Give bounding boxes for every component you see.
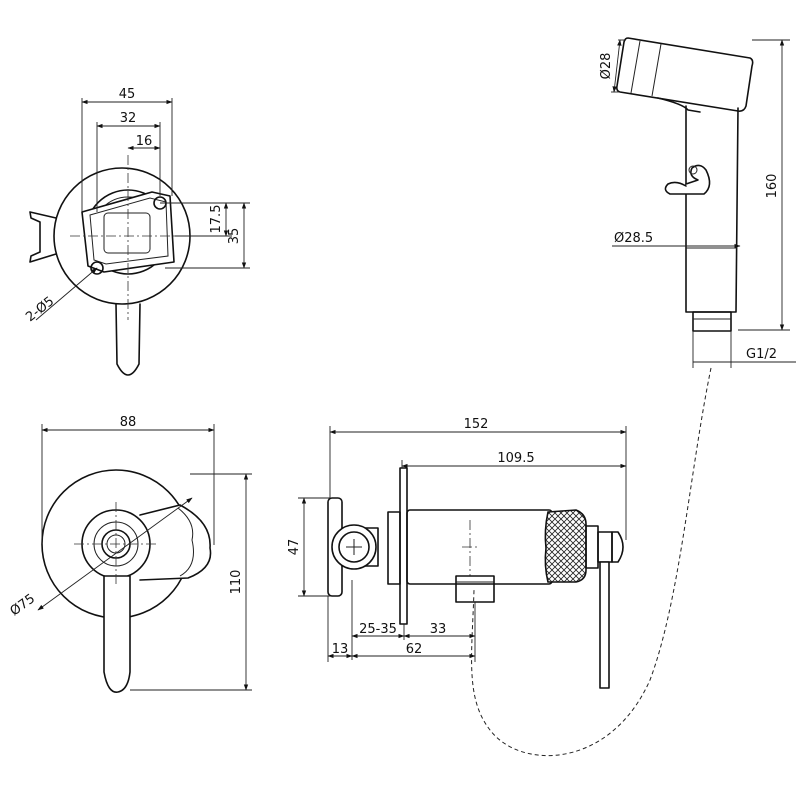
dim-d28-5-label: Ø28.5 — [614, 231, 653, 246]
side-outlet — [455, 575, 495, 603]
shower-head — [616, 37, 754, 112]
top-view: 45 32 16 17.5 35 2-Ø5 — [23, 87, 250, 376]
side-escutcheon — [399, 467, 408, 625]
dim-17-5-label: 17.5 — [209, 205, 224, 234]
front-view: 88 110 Ø75 — [8, 415, 252, 693]
top-spindle — [103, 212, 151, 254]
side-view: 152 109.5 47 25-35 33 13 62 — [287, 417, 627, 689]
dim-62-label: 62 — [406, 642, 423, 657]
shower-head-ring-1 — [630, 40, 641, 94]
dim-35-label: 35 — [227, 228, 242, 245]
shower-neck — [657, 97, 701, 113]
dim-holes-label: 2-Ø5 — [23, 294, 57, 325]
dim-25-35-label: 25-35 — [359, 622, 397, 637]
shower-trigger-pivot — [688, 165, 698, 175]
shower-thread — [692, 311, 732, 332]
top-holder-stub — [29, 211, 57, 263]
top-bracket-inner — [89, 197, 169, 265]
dim-16-label: 16 — [136, 134, 153, 149]
dim-holes-leader — [35, 267, 98, 321]
dim-32-label: 32 — [120, 111, 137, 126]
dim-160-label: 160 — [765, 174, 780, 199]
side-cap-nut — [597, 531, 613, 563]
hose — [471, 367, 712, 756]
side-lever — [599, 561, 610, 689]
dim-152-label: 152 — [464, 417, 489, 432]
shower-trigger — [664, 164, 711, 195]
hand-shower-view: Ø28 Ø28.5 160 G1/2 — [599, 37, 796, 368]
dim-33-label: 33 — [430, 622, 447, 637]
dim-d75-line — [37, 497, 193, 611]
dim-d28-label: Ø28 — [599, 53, 614, 80]
side-cap-dome — [611, 531, 624, 563]
dim-47-label: 47 — [287, 539, 302, 556]
side-body — [406, 509, 553, 585]
side-cap — [585, 525, 599, 569]
dim-13-label: 13 — [332, 642, 349, 657]
side-knurled-grip — [544, 509, 587, 583]
dim-g12-label: G1/2 — [746, 347, 777, 362]
top-hole-lower — [90, 261, 104, 275]
dim-110-label: 110 — [229, 570, 244, 595]
dim-45-label: 45 — [119, 87, 136, 102]
dim-d75-label: Ø75 — [8, 591, 38, 619]
side-escutcheon-collar — [387, 511, 401, 585]
side-holder-bore — [338, 531, 370, 563]
shower-handle — [685, 105, 739, 313]
dim-109-5-label: 109.5 — [497, 451, 534, 466]
top-lever — [115, 303, 141, 376]
dim-d28-line — [612, 39, 622, 93]
front-lever — [103, 575, 131, 693]
dim-88-label: 88 — [120, 415, 137, 430]
shower-head-ring-2 — [651, 43, 662, 97]
